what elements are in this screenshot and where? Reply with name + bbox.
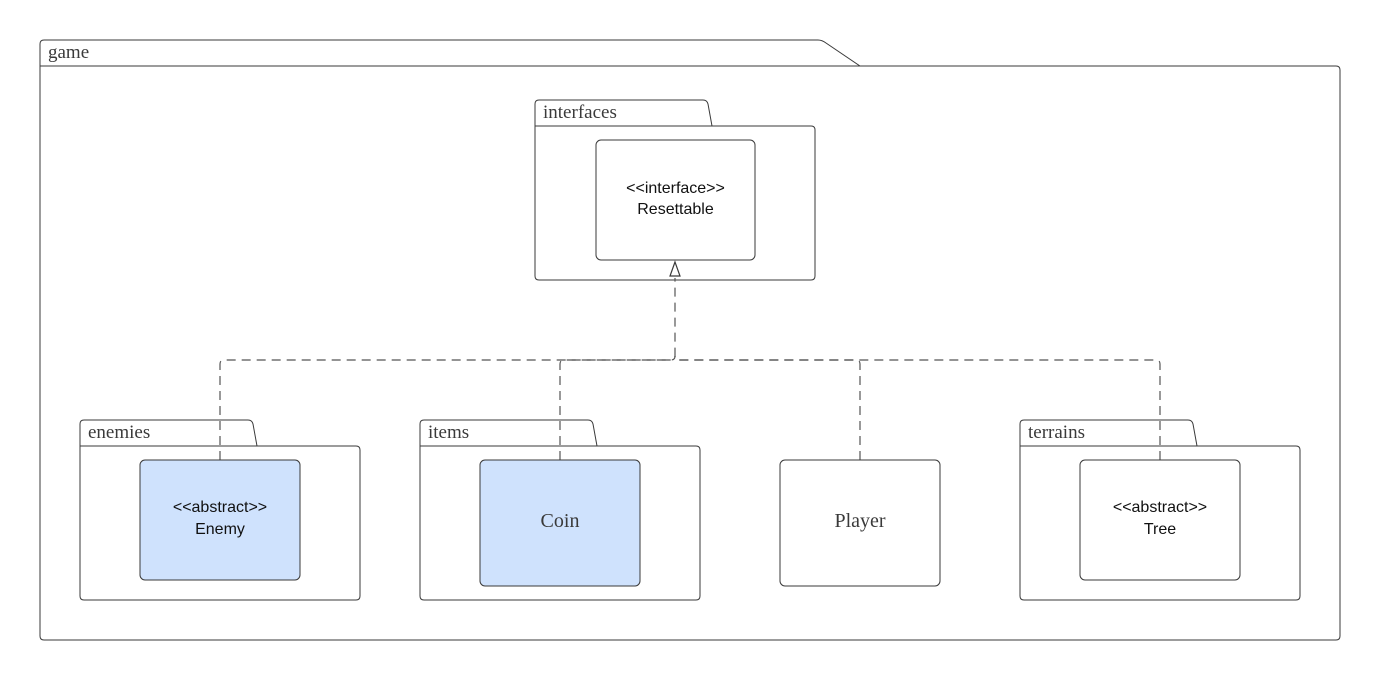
class-player[interactable]: Player (779, 459, 941, 587)
realization-line-tree (674, 355, 1161, 460)
package-game: game (39, 39, 1341, 641)
class-tree-box (1079, 459, 1241, 581)
class-tree[interactable]: <<abstract>> Tree (1079, 459, 1241, 581)
class-tree-name: Tree (1144, 521, 1176, 538)
package-terrains-label: terrains (1028, 422, 1085, 443)
package-enemies-label: enemies (88, 422, 150, 443)
package-game-outline (39, 39, 1341, 641)
realization-arrowhead (669, 260, 681, 277)
class-coin-name: Coin (541, 510, 580, 532)
realization-line-player (674, 355, 861, 460)
class-tree-stereotype: <<abstract>> (1113, 499, 1207, 516)
realization-connectors (219, 260, 1161, 460)
class-enemy[interactable]: <<abstract>> Enemy (139, 459, 301, 581)
class-resettable-name: Resettable (637, 201, 714, 218)
class-resettable[interactable]: <<interface>> Resettable (595, 139, 756, 261)
class-resettable-box (595, 139, 756, 261)
class-resettable-stereotype: <<interface>> (626, 180, 725, 197)
class-coin[interactable]: Coin (479, 459, 641, 587)
realization-line-coin (559, 355, 676, 460)
class-coin-box (479, 459, 641, 587)
package-interfaces-label: interfaces (543, 102, 617, 123)
class-enemy-box (139, 459, 301, 581)
package-items-label: items (428, 422, 469, 443)
class-player-box (779, 459, 941, 587)
class-player-name: Player (834, 510, 885, 532)
realization-line-enemy (219, 278, 676, 460)
class-enemy-stereotype: <<abstract>> (173, 499, 267, 516)
package-game-label: game (48, 42, 89, 63)
class-enemy-name: Enemy (195, 521, 245, 538)
